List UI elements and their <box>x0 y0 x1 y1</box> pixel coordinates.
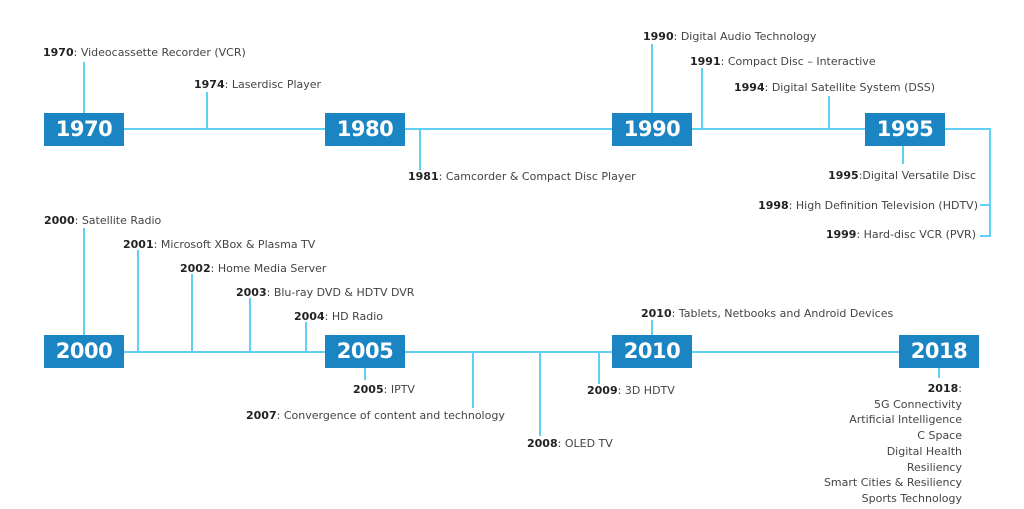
event-text: : Home Media Server <box>210 262 327 275</box>
event-text: : Blu-ray DVD & HDTV DVR <box>266 286 415 299</box>
event-label: 2005: IPTV <box>353 383 415 396</box>
connector <box>83 62 85 113</box>
event-label: 1974: Laserdisc Player <box>194 78 321 91</box>
event-text: : IPTV <box>383 383 415 396</box>
event-label: 2010: Tablets, Netbooks and Android Devi… <box>641 307 893 320</box>
event-text: : Videocassette Recorder (VCR) <box>73 46 246 59</box>
event-year: 2002 <box>180 262 211 275</box>
connector <box>137 250 139 352</box>
event-text: : Convergence of content and technology <box>276 409 505 422</box>
decade-box-1995: 1995 <box>865 113 945 146</box>
decade-box-2000: 2000 <box>44 335 124 368</box>
connector <box>305 322 307 352</box>
event-label: 1999: Hard-disc VCR (PVR) <box>826 228 976 241</box>
connector <box>701 68 703 129</box>
event-text: : Compact Disc – Interactive <box>720 55 876 68</box>
connector <box>419 129 421 170</box>
list-item: C Space <box>917 429 962 443</box>
event-year: 2007 <box>246 409 277 422</box>
decade-box-2018: 2018 <box>899 335 979 368</box>
event-label: 1990: Digital Audio Technology <box>643 30 816 43</box>
event-year: 2008 <box>527 437 558 450</box>
list-item: Sports Technology <box>861 491 962 505</box>
event-year: 1970 <box>43 46 74 59</box>
connector <box>206 92 208 129</box>
event-text: : 3D HDTV <box>617 384 675 397</box>
connector <box>472 352 474 408</box>
connector <box>191 274 193 352</box>
event-year: 1991 <box>690 55 721 68</box>
event-year: 2009 <box>587 384 618 397</box>
event-label: 1995:Digital Versatile Disc <box>828 169 976 182</box>
event-year: 2000 <box>44 214 75 227</box>
connector <box>980 235 990 237</box>
event-text: : Microsoft XBox & Plasma TV <box>153 238 316 251</box>
connector <box>828 96 830 129</box>
decade-box-2005: 2005 <box>325 335 405 368</box>
event-year: 1974 <box>194 78 225 91</box>
event-year-suffix: : <box>958 382 962 395</box>
connector <box>598 352 600 384</box>
connector <box>651 320 653 335</box>
event-label: 1970: Videocassette Recorder (VCR) <box>43 46 246 59</box>
list-item: 5G Connectivity <box>874 397 962 411</box>
event-year: 2001 <box>123 238 154 251</box>
decade-box-1970: 1970 <box>44 113 124 146</box>
decade-box-2010: 2010 <box>612 335 692 368</box>
event-year: 2018 <box>927 382 959 395</box>
event-year: 2003 <box>236 286 267 299</box>
event-text: : High Definition Television (HDTV) <box>788 199 978 212</box>
event-text: : HD Radio <box>324 310 383 323</box>
event-year: 1994 <box>734 81 765 94</box>
connector <box>249 298 251 352</box>
event-label: 2000: Satellite Radio <box>44 214 161 227</box>
event-year: 1995 <box>828 169 859 182</box>
event-label: 2001: Microsoft XBox & Plasma TV <box>123 238 315 251</box>
event-text: :Digital Versatile Disc <box>858 169 976 182</box>
event-text: : Tablets, Netbooks and Android Devices <box>671 307 894 320</box>
connector <box>902 146 904 164</box>
event-year: 2010 <box>641 307 672 320</box>
event-label: 1981: Camcorder & Compact Disc Player <box>408 170 636 183</box>
event-label: 2002: Home Media Server <box>180 262 326 275</box>
event-label: 1998: High Definition Television (HDTV) <box>758 199 978 212</box>
event-year: 1999 <box>825 228 857 241</box>
event-year: 2004 <box>294 310 325 323</box>
list-item: Digital Health <box>886 444 962 458</box>
connector <box>980 204 990 206</box>
event-label: 1994: Digital Satellite System (DSS) <box>734 81 935 94</box>
list-item: Artificial Intelligence <box>849 413 962 427</box>
connector <box>539 352 541 436</box>
timeline-line <box>989 128 991 237</box>
event-text: : OLED TV <box>557 437 613 450</box>
event-year: 1990 <box>643 30 674 43</box>
connector <box>651 44 653 113</box>
event-text: : Digital Audio Technology <box>673 30 817 43</box>
event-label: 2009: 3D HDTV <box>587 384 675 397</box>
event-label: 2003: Blu-ray DVD & HDTV DVR <box>236 286 414 299</box>
event-text: : Hard-disc VCR (PVR) <box>856 228 976 241</box>
connector <box>83 228 85 335</box>
list-item: Smart Cities & Resiliency <box>823 476 962 490</box>
timeline-line <box>124 128 990 130</box>
event-text: : Satellite Radio <box>74 214 162 227</box>
connector <box>364 368 366 380</box>
event-text: : Laserdisc Player <box>224 78 322 91</box>
event-year: 1981 <box>408 170 439 183</box>
event-label: 2008: OLED TV <box>527 437 613 450</box>
decade-box-1990: 1990 <box>612 113 692 146</box>
event-year: 1998 <box>758 199 789 212</box>
event-label: 2007: Convergence of content and technol… <box>246 409 505 422</box>
event-label: 1991: Compact Disc – Interactive <box>690 55 876 68</box>
event-text: : Digital Satellite System (DSS) <box>764 81 936 94</box>
connector <box>938 368 940 378</box>
event-label: 2004: HD Radio <box>294 310 383 323</box>
timeline-line <box>124 351 900 353</box>
list-item: Resiliency <box>906 460 962 474</box>
decade-box-1980: 1980 <box>325 113 405 146</box>
event-year-heading: 2018: <box>824 381 962 397</box>
event-list-2018: 2018: 5G Connectivity Artificial Intelli… <box>824 381 962 507</box>
event-text: : Camcorder & Compact Disc Player <box>438 170 636 183</box>
event-year: 2005 <box>353 383 384 396</box>
